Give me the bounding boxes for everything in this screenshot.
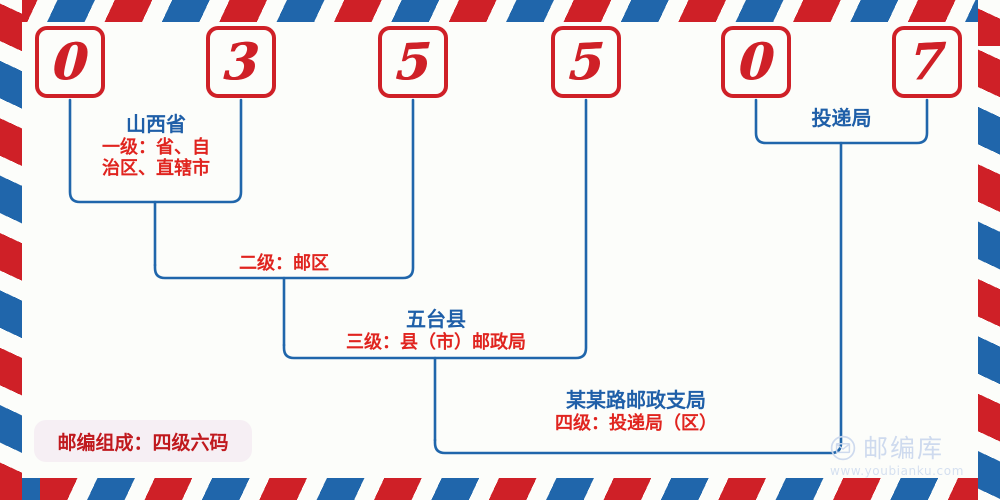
watermark-brand: 邮编库 [863, 433, 945, 463]
level-3-desc-line1: 三级：县（市）邮政局 [346, 331, 526, 353]
level-2-desc-line1: 二级：邮区 [239, 253, 329, 274]
level-4-desc-line1: 四级：投递局（区） [555, 412, 717, 434]
composition-badge: 邮编组成：四级六码 [34, 420, 252, 462]
delivery-office-label: 投递局 [756, 106, 927, 131]
level-4-label: 某某路邮政支局 四级：投递局（区） [500, 388, 772, 434]
level-2-label: 二级：邮区 [168, 253, 400, 274]
digit-glyph: 5 [393, 31, 433, 92]
airmail-border-bottom [0, 478, 1000, 500]
site-watermark: 邮编库 www.youbianku.com [830, 433, 964, 479]
level-4-title: 某某路邮政支局 [566, 388, 706, 412]
airmail-border-right [978, 0, 1000, 500]
digit-glyph: 0 [736, 31, 776, 92]
airmail-border-left [0, 0, 22, 500]
level-1-desc-line2: 治区、直辖市 [102, 157, 210, 179]
airmail-border-top [0, 0, 1000, 22]
delivery-office-title: 投递局 [811, 106, 872, 130]
watermark-url: www.youbianku.com [830, 464, 964, 478]
postcode-digit-1: 0 [35, 26, 105, 98]
envelope-circle-icon [830, 435, 856, 461]
digit-glyph: 3 [221, 31, 261, 92]
postcode-digit-2: 3 [206, 26, 276, 98]
postcode-digit-4: 5 [551, 26, 621, 98]
digit-glyph: 5 [566, 31, 606, 92]
level-1-desc-line1: 一级：省、自 [102, 136, 210, 158]
level-3-title: 五台县 [406, 307, 466, 331]
level-1-label: 山西省 一级：省、自 治区、直辖市 [70, 112, 242, 179]
digit-glyph: 7 [907, 31, 947, 92]
level-1-title: 山西省 [126, 112, 186, 136]
level-3-label: 五台县 三级：县（市）邮政局 [300, 307, 572, 353]
composition-badge-text: 邮编组成：四级六码 [57, 431, 229, 454]
digit-glyph: 0 [50, 31, 90, 92]
postcode-digit-5: 0 [721, 26, 791, 98]
postcode-digit-3: 5 [378, 26, 448, 98]
postcode-digit-6: 7 [892, 26, 962, 98]
